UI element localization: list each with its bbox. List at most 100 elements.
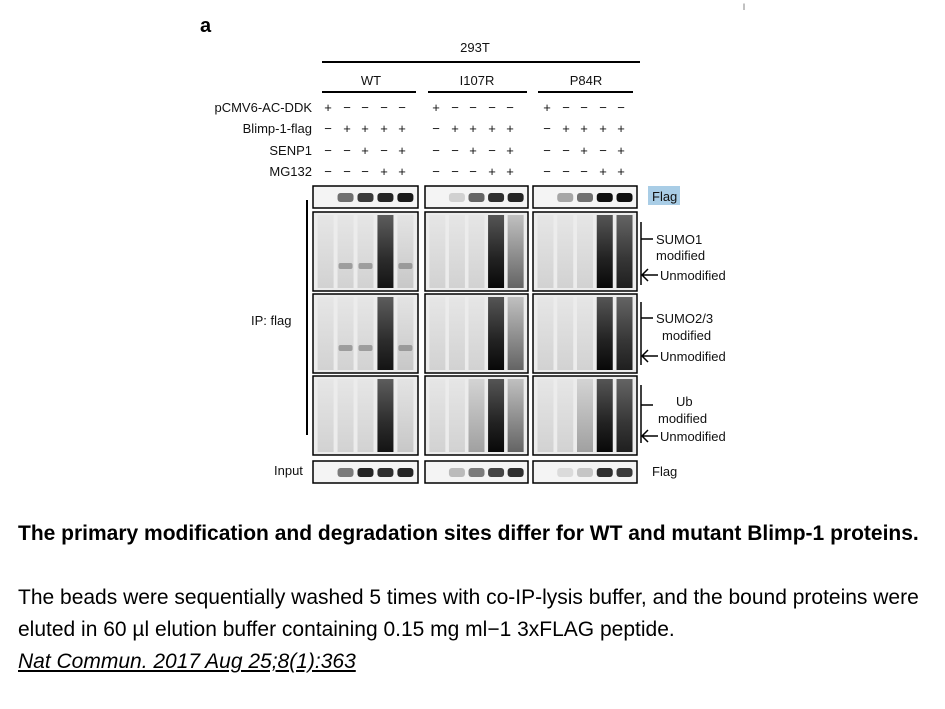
sumo1-annotation: SUMO1 modified Unmodified: [640, 222, 726, 285]
condition-sign: −: [617, 100, 625, 115]
condition-label: SENP1: [269, 143, 312, 158]
group-headers: WT I107R P84R: [322, 73, 633, 93]
blot-sumo1-p84r: [532, 211, 638, 292]
condition-sign: +: [361, 143, 369, 158]
condition-sign: −: [380, 143, 388, 158]
condition-sign: −: [599, 100, 607, 115]
blot-sumo23-wt: [312, 293, 419, 374]
sumo1-label: SUMO1: [656, 232, 702, 247]
arrow-icon: [640, 349, 658, 363]
group-label-wt: WT: [361, 73, 381, 88]
condition-sign: −: [324, 164, 332, 179]
condition-sign: +: [617, 143, 625, 158]
blot-sumo23-p84r: [532, 293, 638, 374]
ip-label: IP: flag: [251, 313, 291, 328]
condition-sign: −: [543, 164, 551, 179]
blot-flag-input-p84r: [532, 460, 638, 484]
flag-highlight: [648, 186, 680, 205]
condition-sign: +: [506, 121, 514, 136]
condition-sign: +: [617, 164, 625, 179]
ub-unmodified-label: Unmodified: [660, 429, 726, 444]
condition-sign: +: [469, 121, 477, 136]
condition-sign: −: [506, 100, 514, 115]
condition-sign: −: [469, 164, 477, 179]
caption-body: The beads were sequentially washed 5 tim…: [18, 586, 919, 641]
blot-sumo1-i107r: [424, 211, 529, 292]
condition-sign: −: [599, 143, 607, 158]
ub-modified-label: modified: [658, 411, 707, 426]
condition-sign: −: [343, 143, 351, 158]
condition-sign: −: [343, 100, 351, 115]
condition-sign: −: [451, 143, 459, 158]
condition-sign: +: [543, 100, 551, 115]
condition-table: pCMV6-AC-DDK+−−−−+−−−−+−−−−Blimp-1-flag−…: [214, 100, 624, 179]
cell-line-label: 293T: [460, 40, 490, 55]
condition-sign: +: [343, 121, 351, 136]
condition-sign: +: [380, 121, 388, 136]
input-label: Input: [274, 463, 303, 478]
group-label-p84r: P84R: [570, 73, 603, 88]
sumo23-annotation: SUMO2/3 modified Unmodified: [640, 302, 726, 365]
condition-sign: +: [398, 121, 406, 136]
blot-flag-ip-wt: [312, 185, 419, 209]
condition-sign: −: [451, 164, 459, 179]
condition-label: MG132: [269, 164, 312, 179]
caption-title: The primary modification and degradation…: [18, 522, 919, 545]
condition-sign: −: [562, 143, 570, 158]
condition-sign: −: [380, 100, 388, 115]
condition-sign: +: [506, 143, 514, 158]
flag-top-label: Flag: [652, 189, 677, 204]
condition-label: Blimp-1-flag: [243, 121, 312, 136]
condition-sign: −: [343, 164, 351, 179]
arrow-icon: [640, 429, 658, 443]
blot-ub-i107r: [424, 375, 529, 456]
group-label-i107r: I107R: [460, 73, 495, 88]
sumo23-label: SUMO2/3: [656, 311, 713, 326]
blot-sumo1-wt: [312, 211, 419, 292]
condition-sign: −: [562, 100, 570, 115]
condition-sign: +: [506, 164, 514, 179]
condition-sign: −: [543, 143, 551, 158]
blot-sumo23-i107r: [424, 293, 529, 374]
condition-sign: +: [599, 121, 607, 136]
condition-sign: −: [432, 164, 440, 179]
condition-sign: +: [451, 121, 459, 136]
blot-flag-ip-p84r: [532, 185, 638, 209]
condition-sign: −: [398, 100, 406, 115]
condition-sign: +: [398, 143, 406, 158]
blot-flag-input-i107r: [424, 460, 529, 484]
condition-sign: +: [599, 164, 607, 179]
condition-label: pCMV6-AC-DDK: [214, 100, 312, 115]
condition-sign: −: [361, 100, 369, 115]
condition-sign: −: [432, 121, 440, 136]
condition-sign: +: [398, 164, 406, 179]
condition-sign: +: [469, 143, 477, 158]
panel-letter: a: [200, 15, 212, 37]
blot-ub-p84r: [532, 375, 638, 456]
condition-sign: −: [432, 143, 440, 158]
condition-sign: +: [432, 100, 440, 115]
condition-sign: +: [488, 164, 496, 179]
corner-mark: l: [743, 2, 745, 12]
condition-sign: −: [469, 100, 477, 115]
condition-sign: +: [580, 143, 588, 158]
condition-sign: −: [580, 100, 588, 115]
ub-annotation: Ub modified Unmodified: [640, 385, 726, 444]
blot-ub-wt: [312, 375, 419, 456]
condition-sign: +: [562, 121, 570, 136]
condition-sign: +: [361, 121, 369, 136]
condition-sign: −: [580, 164, 588, 179]
condition-sign: +: [324, 100, 332, 115]
arrow-icon: [640, 268, 658, 282]
condition-sign: −: [562, 164, 570, 179]
condition-sign: −: [488, 100, 496, 115]
condition-sign: −: [451, 100, 459, 115]
sumo1-modified-label: modified: [656, 248, 705, 263]
caption-citation-link[interactable]: Nat Commun. 2017 Aug 25;8(1):363: [18, 650, 356, 673]
condition-sign: −: [324, 143, 332, 158]
flag-input-label: Flag: [652, 464, 677, 479]
blot-panels: [312, 185, 638, 484]
condition-sign: +: [488, 121, 496, 136]
condition-sign: −: [488, 143, 496, 158]
ub-label: Ub: [676, 394, 693, 409]
